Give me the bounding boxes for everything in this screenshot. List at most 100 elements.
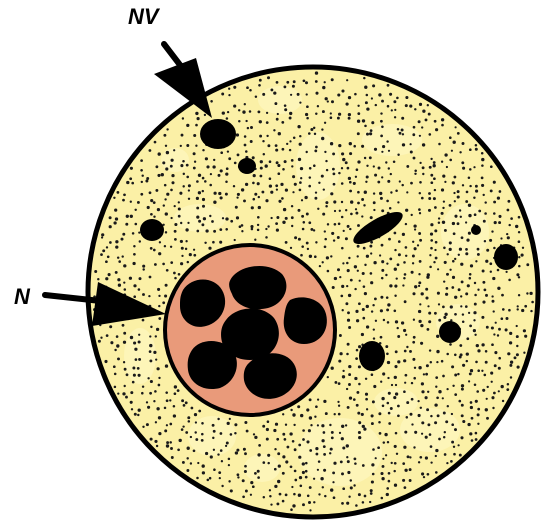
stipple-dot xyxy=(430,445,433,448)
stipple-dot xyxy=(242,110,245,113)
stipple-dot xyxy=(306,105,309,108)
stipple-dot xyxy=(291,225,293,227)
stipple-dot xyxy=(427,473,430,476)
stipple-dot xyxy=(429,349,431,351)
stipple-dot xyxy=(266,438,269,441)
stipple-dot xyxy=(182,461,185,464)
stipple-dot xyxy=(473,319,475,321)
stipple-dot xyxy=(338,223,341,226)
stipple-dot xyxy=(300,167,303,170)
stipple-dot xyxy=(222,111,225,114)
stipple-dot xyxy=(418,120,421,123)
stipple-dot xyxy=(354,377,357,380)
stipple-dot xyxy=(341,182,344,185)
stipple-dot xyxy=(126,181,129,184)
stipple-dot xyxy=(306,213,309,216)
stipple-dot xyxy=(438,143,441,146)
stipple-dot xyxy=(300,254,303,257)
stipple-dot xyxy=(409,479,412,482)
stipple-dot xyxy=(285,188,288,191)
stipple-dot xyxy=(386,140,388,142)
stipple-dot xyxy=(458,288,461,291)
stipple-dot xyxy=(443,316,446,319)
stipple-dot xyxy=(326,256,329,259)
stipple-dot xyxy=(241,230,243,232)
stipple-dot xyxy=(291,216,294,219)
stipple-dot xyxy=(477,423,479,425)
stipple-dot xyxy=(477,369,480,372)
stipple-dot xyxy=(109,225,112,228)
stipple-dot xyxy=(355,212,358,215)
stipple-dot xyxy=(342,309,344,311)
stipple-dot xyxy=(452,276,455,279)
stipple-dot xyxy=(410,182,413,185)
vacuole xyxy=(244,454,280,482)
stipple-dot xyxy=(468,214,471,217)
stipple-dot xyxy=(235,206,238,209)
stipple-dot xyxy=(430,233,433,236)
stipple-dot xyxy=(345,424,347,426)
stipple-dot xyxy=(300,177,302,179)
inclusion xyxy=(471,225,481,235)
stipple-dot xyxy=(323,445,326,448)
stipple-dot xyxy=(270,191,273,194)
stipple-dot xyxy=(134,348,137,351)
stipple-dot xyxy=(194,413,197,416)
stipple-dot xyxy=(188,420,191,423)
stipple-dot xyxy=(269,184,272,187)
stipple-dot xyxy=(298,209,301,212)
stipple-dot xyxy=(292,85,295,88)
stipple-dot xyxy=(437,268,439,270)
stipple-dot xyxy=(371,414,374,417)
stipple-dot xyxy=(486,326,489,329)
stipple-dot xyxy=(213,230,216,233)
stipple-dot xyxy=(515,225,518,228)
stipple-dot xyxy=(291,159,294,162)
stipple-dot xyxy=(195,421,197,423)
stipple-dot xyxy=(186,124,189,127)
stipple-dot xyxy=(317,105,319,107)
stipple-dot xyxy=(371,480,374,483)
stipple-dot xyxy=(356,391,359,394)
stipple-dot xyxy=(341,247,344,250)
stipple-dot xyxy=(115,240,118,243)
stipple-dot xyxy=(314,150,317,153)
stipple-dot xyxy=(386,353,389,356)
stipple-dot xyxy=(491,343,494,346)
stipple-dot xyxy=(327,376,329,378)
stipple-dot xyxy=(228,464,230,466)
stipple-dot xyxy=(450,305,453,308)
stipple-dot xyxy=(346,79,348,81)
stipple-dot xyxy=(433,177,436,180)
stipple-dot xyxy=(219,477,221,479)
stipple-dot xyxy=(114,386,117,389)
stipple-dot xyxy=(241,224,244,227)
stipple-dot xyxy=(154,263,157,266)
stipple-dot xyxy=(348,113,351,116)
stipple-dot xyxy=(436,350,439,353)
stipple-dot xyxy=(286,81,289,84)
stipple-dot xyxy=(122,199,125,202)
stipple-dot xyxy=(162,263,165,266)
stipple-dot xyxy=(524,305,527,308)
stipple-dot xyxy=(407,455,410,458)
stipple-dot xyxy=(366,107,369,110)
stipple-dot xyxy=(350,279,353,282)
stipple-dot xyxy=(186,469,189,472)
stipple-dot xyxy=(282,500,285,503)
stipple-dot xyxy=(164,294,167,297)
stipple-dot xyxy=(153,201,156,204)
stipple-dot xyxy=(339,210,341,212)
stipple-dot xyxy=(225,172,228,175)
stipple-dot xyxy=(284,438,287,441)
stipple-dot xyxy=(466,337,469,340)
stipple-dot xyxy=(117,191,120,194)
stipple-dot xyxy=(347,406,350,409)
stipple-dot xyxy=(372,84,375,87)
stipple-dot xyxy=(173,414,176,417)
stipple-dot xyxy=(275,149,278,152)
stipple-dot xyxy=(302,228,305,231)
stipple-dot xyxy=(356,349,359,352)
stipple-dot xyxy=(442,397,444,399)
stipple-dot xyxy=(267,225,269,227)
